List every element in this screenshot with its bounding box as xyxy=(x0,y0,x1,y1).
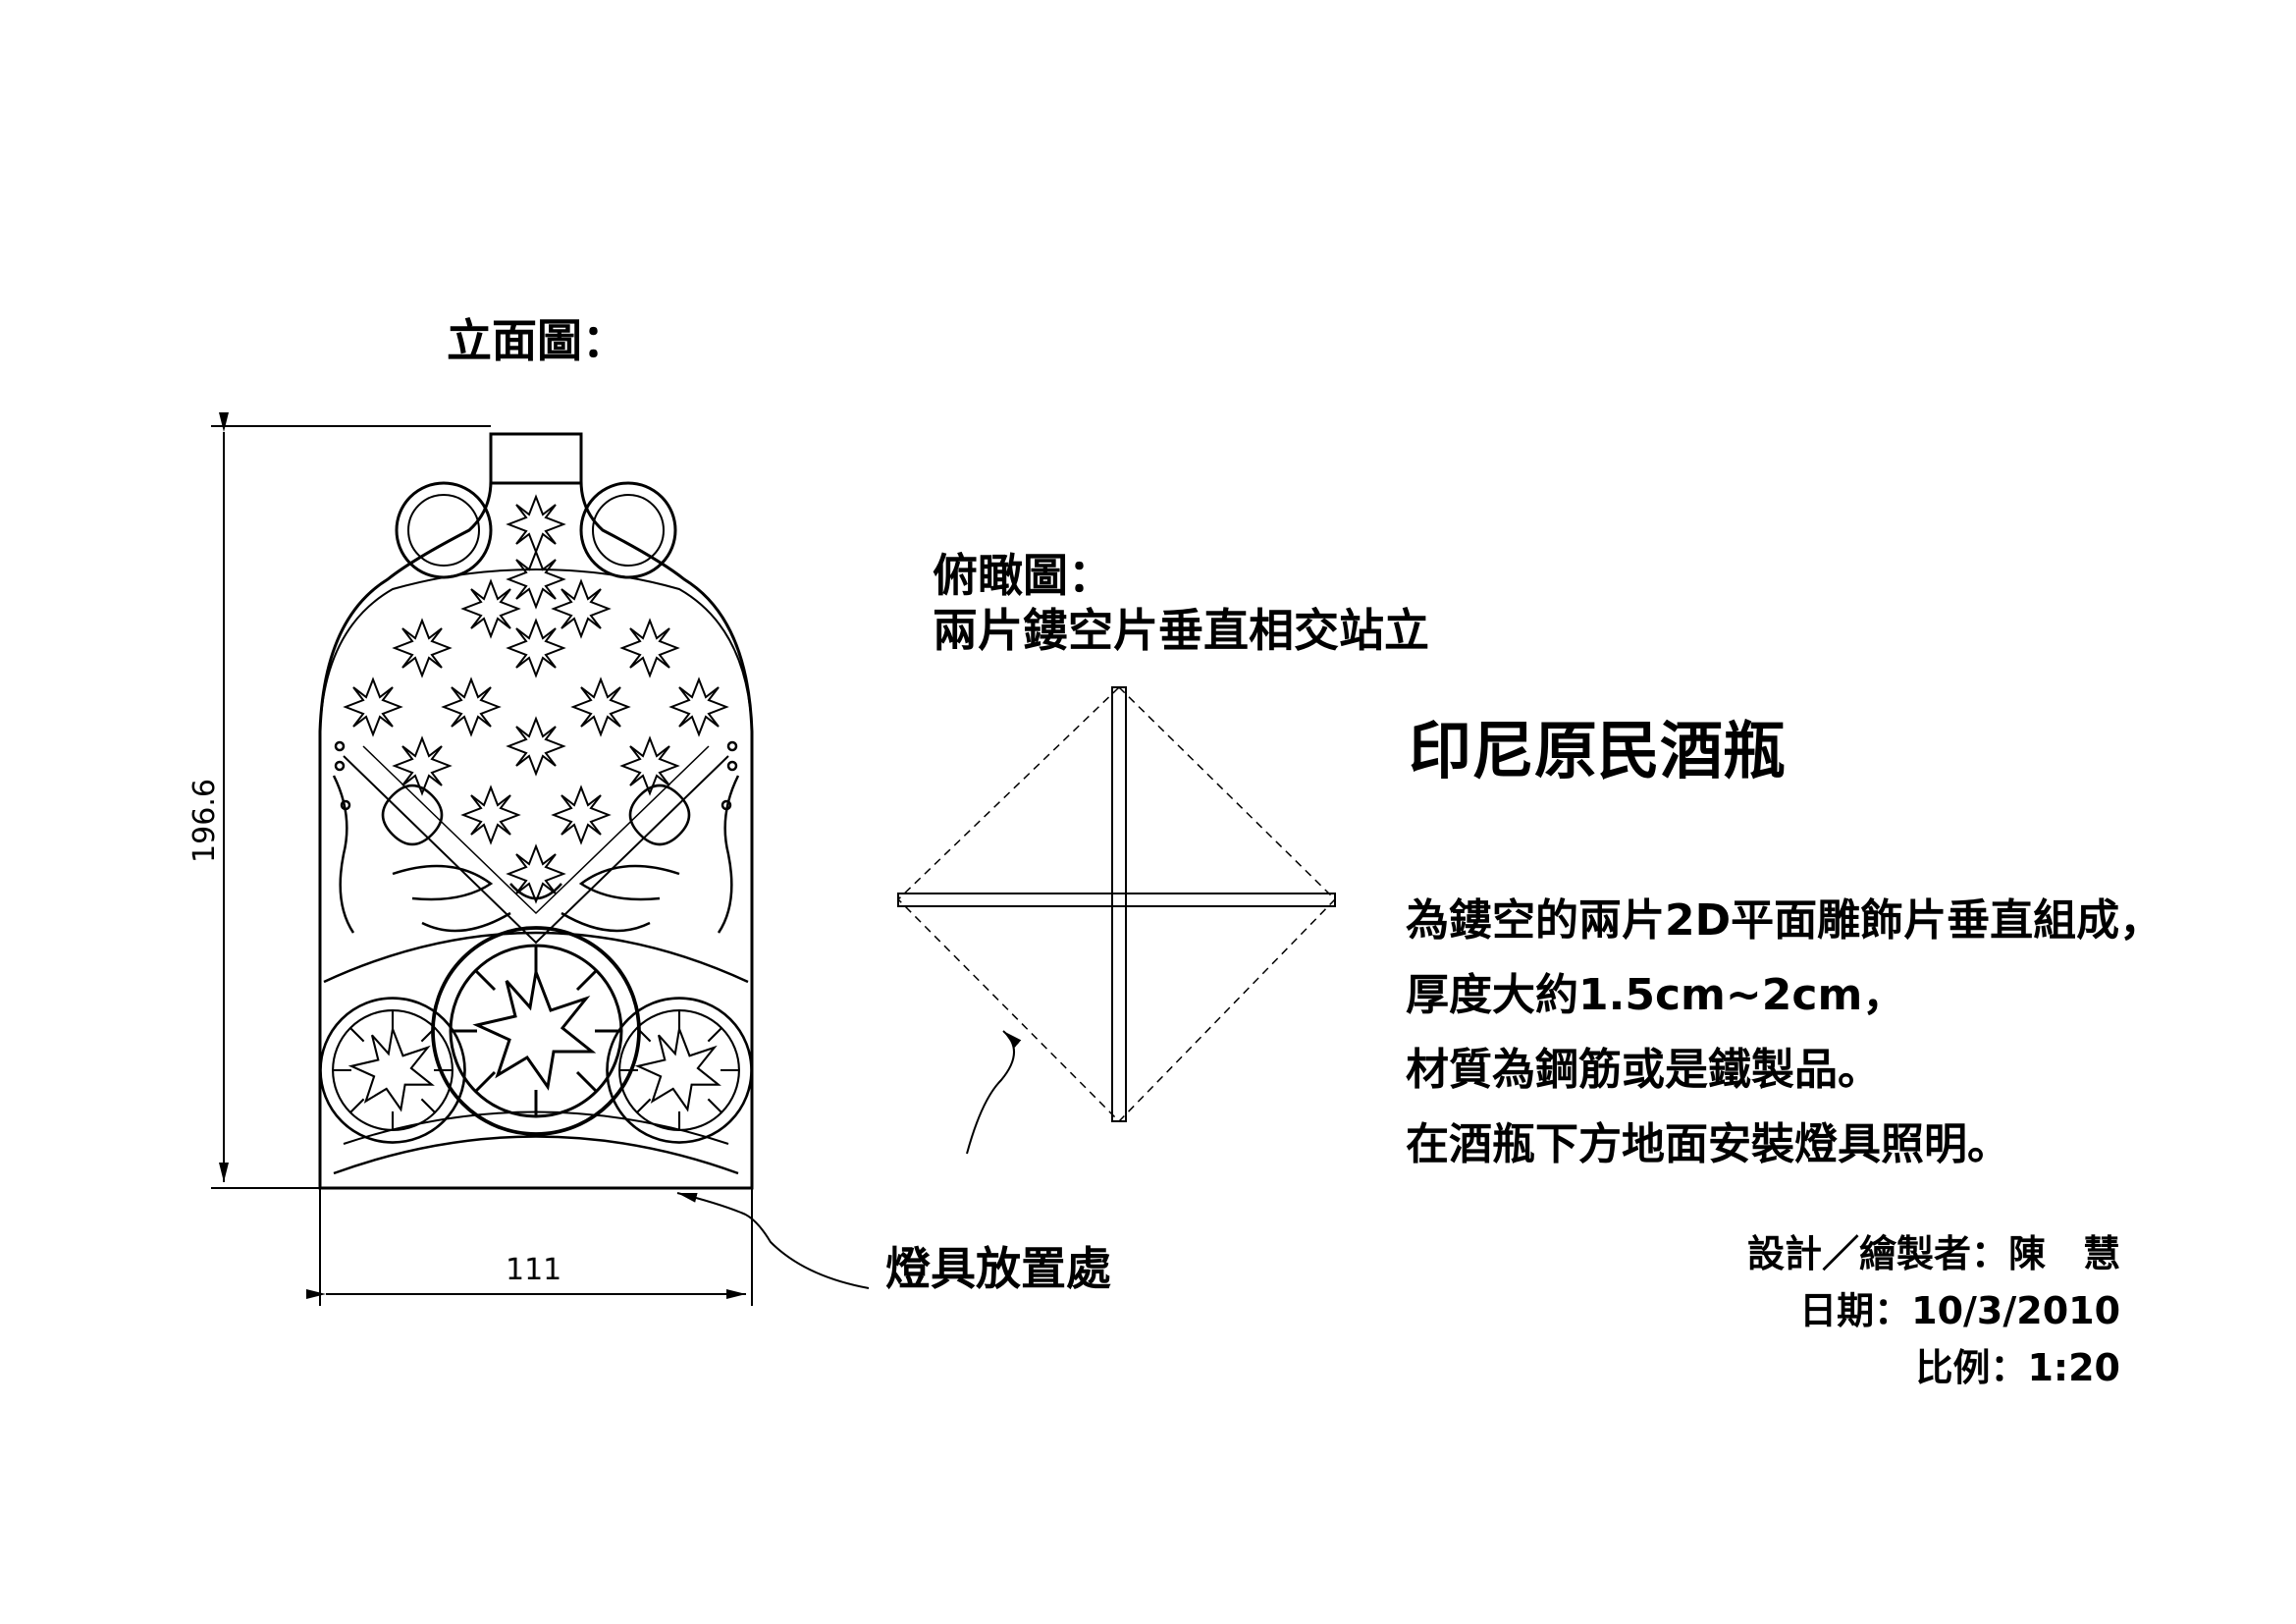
description-line: 材質為鋼筋或是鐵製品。 xyxy=(1406,1045,1881,1095)
credits-date: 日期：10/3/2010 xyxy=(1799,1289,2121,1332)
plan-piece-vertical xyxy=(1111,686,1127,1122)
height-dimension-label: 196.6 xyxy=(187,779,222,863)
description-block: 為鏤空的兩片2D平面雕飾片垂直組成， 厚度大約1.5cm~2cm， 材質為鋼筋或… xyxy=(1406,884,2163,1182)
bottle-handle-right xyxy=(579,481,677,579)
plan-view xyxy=(896,685,1337,1123)
credits-scale: 比例：1:20 xyxy=(1915,1346,2121,1389)
plan-title-line1: 俯瞰圖： xyxy=(933,549,1113,602)
credits-designer: 設計／繪製者：陳 慧 xyxy=(1747,1232,2121,1275)
lower-rosettes xyxy=(319,926,753,1144)
bottle-handle-left xyxy=(395,481,493,579)
upper-lattice-pattern xyxy=(343,496,729,945)
plan-piece-horizontal xyxy=(897,893,1336,907)
description-line: 厚度大約1.5cm~2cm， xyxy=(1406,970,1906,1020)
plan-title-line2: 兩片鏤空片垂直相交站立 xyxy=(933,604,1429,657)
main-title: 印尼原民酒瓶 xyxy=(1409,716,1786,788)
bottle-elevation xyxy=(318,432,754,1190)
description-line: 在酒瓶下方地面安裝燈具照明。 xyxy=(1406,1119,2010,1169)
bottle-outline xyxy=(318,432,754,1190)
lamp-leaders xyxy=(676,1030,1022,1289)
bottle-neck xyxy=(489,432,583,485)
plan-diamond-outline xyxy=(896,685,1337,1123)
plan-title: 俯瞰圖： 兩片鏤空片垂直相交站立 xyxy=(933,548,1429,658)
elevation-title: 立面圖： xyxy=(447,314,627,367)
side-ornaments xyxy=(332,740,740,934)
width-dimension xyxy=(306,1188,753,1306)
width-dimension-label: 111 xyxy=(506,1253,562,1287)
bottle-lower-band xyxy=(323,931,749,984)
height-dimension xyxy=(211,412,491,1189)
credits-block: 設計／繪製者：陳 慧 日期：10/3/2010 比例：1:20 xyxy=(1747,1225,2120,1396)
lamp-position-label: 燈具放置處 xyxy=(885,1242,1111,1295)
description-line: 為鏤空的兩片2D平面雕飾片垂直組成， xyxy=(1406,895,2163,946)
